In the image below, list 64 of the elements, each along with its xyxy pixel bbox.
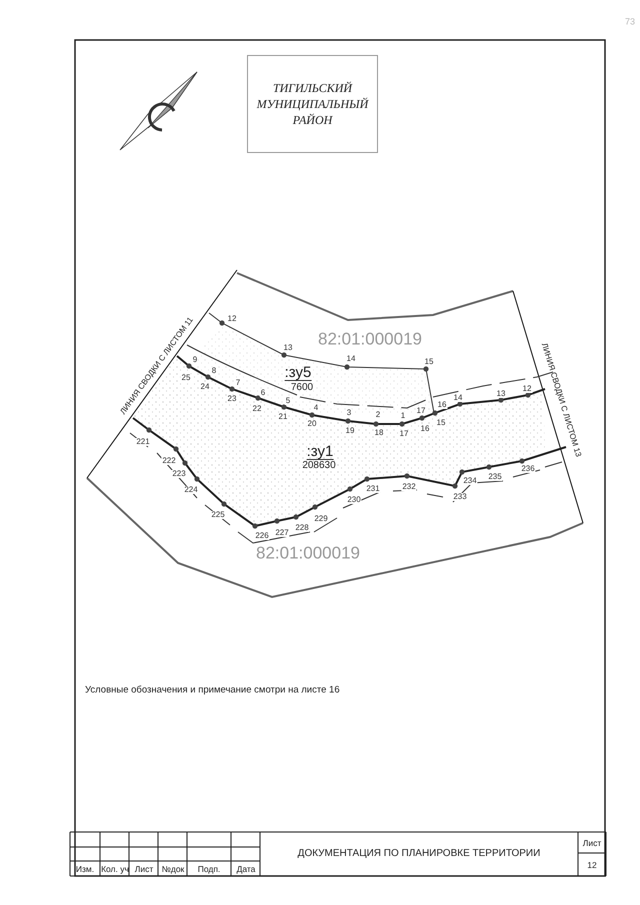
parcel-label: :зу5 — [284, 365, 312, 381]
point-number: 17 — [416, 407, 426, 415]
point-number: 222 — [161, 457, 177, 465]
point-number: 20 — [306, 420, 318, 428]
point-number: 19 — [344, 427, 356, 435]
point-number: 14 — [346, 355, 356, 363]
point-number: 224 — [183, 486, 199, 494]
point-number: 16 — [436, 401, 448, 409]
document-title: ДОКУМЕНТАЦИЯ ПО ПЛАНИРОВКЕ ТЕРРИТОРИИ — [298, 849, 540, 859]
point-number: 7 — [234, 379, 242, 387]
parcel-label: :зу1 — [306, 444, 334, 460]
point-number: 232 — [401, 483, 417, 491]
point-number: 24 — [200, 383, 210, 391]
point-number: 4 — [312, 404, 320, 412]
point-number: 16 — [420, 425, 430, 433]
parcel-area: 208630 — [302, 461, 336, 471]
point-number: 5 — [284, 397, 292, 405]
point-number: 235 — [487, 473, 503, 481]
point-number: 12 — [226, 315, 238, 323]
point-number: 25 — [180, 374, 192, 382]
point-number: 228 — [294, 524, 310, 532]
column-header: Подп. — [198, 864, 220, 874]
column-header: Изм. — [76, 864, 94, 874]
point-number: 21 — [278, 413, 288, 421]
point-number: 23 — [226, 395, 238, 403]
point-number: 13 — [282, 344, 294, 352]
point-number: 229 — [313, 515, 329, 523]
title-box — [247, 55, 378, 153]
point-number: 230 — [346, 496, 362, 504]
column-header: Кол. уч — [101, 864, 129, 874]
point-number: 227 — [274, 529, 290, 537]
point-number: 9 — [192, 356, 198, 364]
point-number: 221 — [135, 438, 151, 446]
point-number: 231 — [365, 485, 381, 493]
column-header: Дата — [236, 864, 256, 874]
point-number: 3 — [346, 409, 352, 417]
point-number: 15 — [424, 358, 434, 366]
point-number: 18 — [374, 429, 384, 437]
parcel-area: 7600 — [290, 383, 314, 393]
point-number: 14 — [452, 394, 464, 402]
point-number: 1 — [400, 412, 406, 420]
point-number: 234 — [462, 477, 478, 485]
point-number: 6 — [260, 389, 266, 397]
point-number: 223 — [171, 470, 187, 478]
point-number: 225 — [210, 511, 226, 519]
page-number: 73 — [625, 18, 635, 26]
point-number: 226 — [254, 532, 270, 540]
cadastral-number: 82:01:000019 — [256, 544, 360, 562]
note-text: Условные обозначения и примечание смотри на листе 16 — [85, 685, 340, 695]
point-number: 236 — [520, 465, 536, 473]
point-number: 8 — [210, 367, 218, 375]
column-header: Лист — [134, 864, 154, 874]
point-number: 22 — [252, 405, 262, 413]
sheet-number: 12 — [587, 860, 597, 870]
point-number: 17 — [398, 430, 410, 438]
column-header: №док — [162, 864, 184, 874]
district-name: ТИГИЛЬСКИЙ МУНИЦИПАЛЬНЫЙ РАЙОН — [256, 80, 368, 128]
sheet-label: Лист — [582, 838, 602, 848]
point-number: 15 — [436, 419, 446, 427]
point-number: 13 — [496, 390, 506, 398]
point-number: 233 — [452, 493, 468, 501]
point-number: 2 — [374, 411, 382, 419]
cadastral-number: 82:01:000019 — [318, 330, 422, 348]
point-number: 12 — [522, 385, 532, 393]
